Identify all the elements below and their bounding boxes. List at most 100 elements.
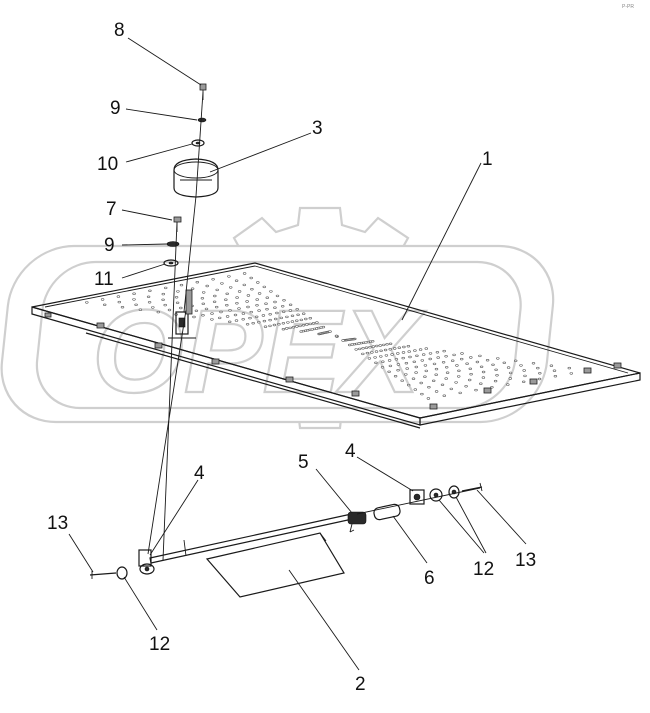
plate-hole xyxy=(215,288,219,292)
plate-hole xyxy=(413,388,417,391)
plate-hole xyxy=(255,304,259,307)
plate-hole xyxy=(491,363,495,366)
plate-hole xyxy=(315,321,319,324)
plate-hole xyxy=(379,355,383,358)
plate-hole xyxy=(479,382,483,385)
plate-hole xyxy=(423,364,428,367)
plate-hole xyxy=(418,348,423,351)
plate-hole xyxy=(388,348,392,351)
plate-hole xyxy=(85,301,89,304)
plate-hole xyxy=(365,351,370,355)
plate-hole xyxy=(468,378,472,382)
plate-hole xyxy=(384,354,389,357)
plate-hole xyxy=(233,313,238,317)
plate-hole xyxy=(375,344,379,348)
plate-hole xyxy=(245,323,250,326)
plate-hole xyxy=(277,323,281,326)
plate-hole xyxy=(481,376,486,379)
plate-hole xyxy=(522,369,526,372)
plate-hole xyxy=(200,297,205,300)
callout-labels: 8 9 3 10 1 7 9 11 4 5 4 13 6 12 13 12 2 … xyxy=(47,4,634,695)
plate-hole xyxy=(508,377,512,380)
plate-hole xyxy=(151,306,155,309)
plate-hole xyxy=(132,292,136,295)
plate-hole xyxy=(100,298,105,301)
plate-hole xyxy=(201,302,206,305)
plate-hole xyxy=(290,320,295,323)
top-screw-stack xyxy=(191,83,207,147)
plate-hole xyxy=(348,343,352,347)
plate-hole xyxy=(102,303,107,306)
plate-hole xyxy=(204,307,209,311)
plate-hole xyxy=(167,308,172,312)
plate-hole xyxy=(311,322,316,325)
plate-hole xyxy=(419,381,423,385)
plate-hole xyxy=(138,308,143,311)
plate-hole xyxy=(390,353,394,356)
plate-hole xyxy=(536,366,540,370)
plate-hole xyxy=(225,304,229,307)
plate-hole xyxy=(454,381,458,384)
callout-3: 3 xyxy=(312,118,323,139)
assembly-axis-lines xyxy=(147,91,204,561)
callout-2: 2 xyxy=(355,674,366,695)
plate-hole xyxy=(269,290,273,293)
plate-hole xyxy=(519,364,523,367)
plate-hole xyxy=(396,352,400,355)
plate-hole xyxy=(275,311,279,315)
plate-hole xyxy=(245,300,249,303)
plate-hole xyxy=(553,375,558,378)
plate-hole xyxy=(441,361,446,364)
plate-hole xyxy=(479,365,484,368)
plate-hole xyxy=(513,359,518,362)
plate-hole xyxy=(305,323,309,326)
plate-hole xyxy=(493,379,498,383)
plate-hole xyxy=(257,292,262,295)
plate-hole xyxy=(273,306,277,309)
plate-hole xyxy=(475,360,480,364)
plate-hole xyxy=(494,368,498,371)
plate-hole xyxy=(423,375,427,378)
plate-hole xyxy=(465,362,469,365)
plate-hole xyxy=(250,288,254,291)
plate-hole xyxy=(361,352,365,356)
plate-hole xyxy=(370,351,374,354)
plate-hole xyxy=(432,362,437,366)
plate-hole xyxy=(404,373,408,376)
plate-hole xyxy=(538,372,542,375)
plate-hole xyxy=(469,373,473,376)
callout-1: 1 xyxy=(482,149,493,170)
plate-hole xyxy=(265,308,269,311)
plate-hole xyxy=(215,305,219,309)
plate-hole xyxy=(383,348,388,352)
plate-hole xyxy=(427,386,431,389)
callout-5: 5 xyxy=(298,452,309,473)
plate-hole xyxy=(146,295,151,298)
plate-hole xyxy=(420,359,424,362)
plate-hole xyxy=(458,391,462,395)
plate-hole xyxy=(285,315,289,319)
plate-hole xyxy=(242,272,247,275)
plate-hole xyxy=(445,366,449,369)
plate-hole xyxy=(117,300,122,304)
callout-8: 8 xyxy=(114,20,125,41)
plate-hole xyxy=(241,312,246,315)
plate-hole xyxy=(224,298,228,301)
plate-hole xyxy=(361,347,365,350)
plate-hole xyxy=(264,302,268,305)
plate-hole xyxy=(147,301,152,304)
plate-hole xyxy=(440,383,445,386)
plate-hole xyxy=(261,314,266,317)
plate-hole xyxy=(387,370,391,373)
plate-hole xyxy=(291,326,296,329)
plate-hole xyxy=(237,307,241,310)
plate-hole xyxy=(567,366,571,370)
callout-9-top: 9 xyxy=(110,98,121,119)
plate-hole xyxy=(382,343,386,347)
watermark-inner-frame xyxy=(35,260,522,410)
plate-hole xyxy=(282,310,286,313)
plate-hole xyxy=(268,318,272,322)
callout-12-left: 12 xyxy=(149,634,170,655)
plate-hole xyxy=(281,322,286,325)
